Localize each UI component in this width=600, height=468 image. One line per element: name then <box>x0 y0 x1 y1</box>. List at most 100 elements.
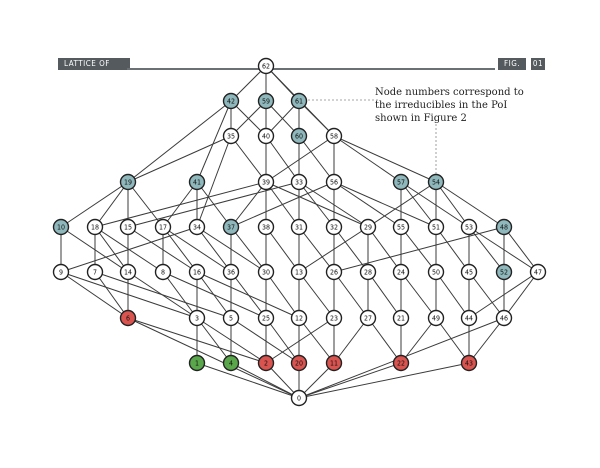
node-circle-12 <box>290 309 308 327</box>
edge-27-11 <box>333 317 369 364</box>
edge-25-20 <box>265 317 300 364</box>
node-circle-50 <box>427 263 445 281</box>
node-circle-60 <box>290 127 308 145</box>
node-label-7: 7 <box>93 269 97 277</box>
node-circle-0 <box>290 389 308 407</box>
node-38: 38 <box>257 218 275 236</box>
edge-48-47 <box>503 226 539 273</box>
node-circle-36 <box>222 263 240 281</box>
edge-29-13 <box>298 226 369 273</box>
node-9: 9 <box>52 263 70 281</box>
node-circle-20 <box>290 354 308 372</box>
edge-59-35 <box>230 100 267 137</box>
node-22: 22 <box>392 354 410 372</box>
edge-1-0 <box>196 362 300 399</box>
node-29: 29 <box>359 218 377 236</box>
edge-35-39 <box>230 135 267 183</box>
node-62: 62 <box>257 57 275 75</box>
node-label-24: 24 <box>397 269 405 277</box>
node-circle-14 <box>119 263 137 281</box>
node-label-14: 14 <box>124 269 132 277</box>
edge-43-0 <box>298 362 470 399</box>
node-circle-26 <box>325 263 343 281</box>
node-circle-52 <box>495 263 513 281</box>
edge-29-24 <box>367 226 402 273</box>
node-25: 25 <box>257 309 275 327</box>
edge-57-51 <box>400 181 437 228</box>
node-26: 26 <box>325 263 343 281</box>
edge-39-37 <box>230 181 267 228</box>
node-label-47: 47 <box>534 269 542 277</box>
node-label-4: 4 <box>229 360 233 368</box>
header-rule <box>127 68 495 70</box>
edge-3-4 <box>196 317 232 364</box>
node-4: 4 <box>222 354 240 372</box>
node-label-51: 51 <box>432 224 440 232</box>
node-label-21: 21 <box>397 315 405 323</box>
node-label-32: 32 <box>330 224 338 232</box>
node-label-6: 6 <box>126 315 130 323</box>
note-line-1: Node numbers correspond to <box>375 87 524 98</box>
edge-26-27 <box>333 271 369 319</box>
node-circle-7 <box>86 263 104 281</box>
node-circle-38 <box>257 218 275 236</box>
edge-34-9 <box>60 226 198 273</box>
node-6: 6 <box>119 309 137 327</box>
node-label-15: 15 <box>124 224 132 232</box>
node-label-53: 53 <box>465 224 473 232</box>
node-label-36: 36 <box>227 269 235 277</box>
edge-35-19 <box>127 135 232 183</box>
node-30: 30 <box>257 263 275 281</box>
node-circle-45 <box>460 263 478 281</box>
node-circle-58 <box>325 127 343 145</box>
node-label-10: 10 <box>57 224 65 232</box>
node-21: 21 <box>392 309 410 327</box>
node-label-48: 48 <box>500 224 508 232</box>
node-label-59: 59 <box>262 98 270 106</box>
node-label-31: 31 <box>295 224 303 232</box>
edge-56-37 <box>230 181 335 228</box>
node-label-60: 60 <box>295 133 303 141</box>
node-circle-39 <box>257 173 275 191</box>
node-circle-54 <box>427 173 445 191</box>
figure-header: LATTICE OF EVENTS FIG. 01 <box>0 0 600 80</box>
node-circle-1 <box>188 354 206 372</box>
node-56: 56 <box>325 173 343 191</box>
node-13: 13 <box>290 263 308 281</box>
node-circle-8 <box>154 263 172 281</box>
node-label-25: 25 <box>262 315 270 323</box>
edge-42-19 <box>127 100 232 183</box>
node-24: 24 <box>392 263 410 281</box>
node-37: 37 <box>222 218 240 236</box>
edge-4-0 <box>230 362 300 399</box>
node-label-58: 58 <box>330 133 338 141</box>
edge-36-25 <box>230 271 267 319</box>
edge-7-6 <box>94 271 129 319</box>
node-44: 44 <box>460 309 478 327</box>
node-circle-57 <box>392 173 410 191</box>
node-circle-35 <box>222 127 240 145</box>
node-20: 20 <box>290 354 308 372</box>
node-circle-18 <box>86 218 104 236</box>
node-circle-16 <box>188 263 206 281</box>
node-circle-28 <box>359 263 377 281</box>
header-title: LATTICE OF EVENTS <box>58 58 130 80</box>
node-label-20: 20 <box>295 360 303 368</box>
edge-58-57 <box>333 135 402 183</box>
node-label-28: 28 <box>364 269 372 277</box>
node-circle-53 <box>460 218 478 236</box>
edge-12-11 <box>298 317 335 364</box>
node-2: 2 <box>257 354 275 372</box>
edge-38-13 <box>265 226 300 273</box>
edge-6-0 <box>127 317 300 399</box>
edge-31-26 <box>298 226 335 273</box>
node-label-38: 38 <box>262 224 270 232</box>
node-circle-10 <box>52 218 70 236</box>
edge-40-33 <box>265 135 300 183</box>
node-circle-6 <box>119 309 137 327</box>
edge-47-46 <box>503 271 539 319</box>
node-circle-15 <box>119 218 137 236</box>
note-line-3: shown in Figure 2 <box>375 113 467 124</box>
edge-9-3 <box>60 271 198 319</box>
node-label-22: 22 <box>397 360 405 368</box>
